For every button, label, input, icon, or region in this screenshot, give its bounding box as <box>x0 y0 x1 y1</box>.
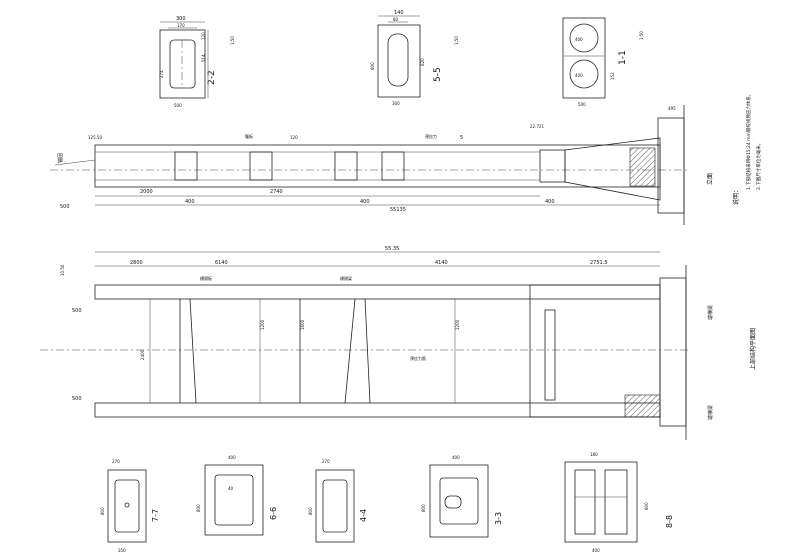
dim-label: 400 <box>545 199 555 205</box>
plan-view: 2800 6140 4140 55.35 2751.5 10.50 500 50… <box>40 246 690 440</box>
dim-label: 500 <box>578 102 586 107</box>
dim-label: 140 <box>394 10 404 16</box>
section-5-5: 140 80 800 620 300 5-5 1:50 <box>370 10 459 106</box>
total-length: 55135 <box>390 207 406 213</box>
section-label: 1-1 <box>618 50 628 65</box>
section-label: 3-3 <box>494 512 503 525</box>
dim-label: 1200 <box>260 319 265 330</box>
dim-label: 120 <box>290 135 298 140</box>
section-label: 5-5 <box>433 67 443 82</box>
dim-label: 800 <box>308 507 313 515</box>
dim-label: 400 <box>592 548 600 553</box>
member-label: 腹板 <box>245 133 253 139</box>
section-outline <box>159 29 206 99</box>
dim-label: 800 <box>100 507 105 515</box>
plan-title: 上部结构平面图 <box>749 328 757 370</box>
section-label: 4-4 <box>359 509 368 522</box>
girder-elevation <box>94 144 661 188</box>
dim-label: 300 <box>176 16 186 22</box>
dim-label: 2740 <box>270 189 283 195</box>
dim-label: 2751.5 <box>590 260 608 266</box>
section-label: 7-7 <box>151 509 160 522</box>
notes-heading: 说明： <box>732 187 740 205</box>
dim-label: 800 <box>644 502 649 510</box>
member-label: 预应力筋 <box>410 355 426 361</box>
dim-label: 514 <box>201 54 206 62</box>
section-label: 2-2 <box>207 70 217 85</box>
dim-label: 80 <box>393 17 399 22</box>
end-diaphragm <box>629 147 656 187</box>
notes-block: 立面 说明： 1.下部结构采用Φ15.24 mm钢绞线预应力体系。 2.下图尺寸… <box>706 92 762 420</box>
dim-label: 800 <box>370 62 375 70</box>
section-2-2: 300 170 2-2 1:50 120 514 274 500 <box>159 16 235 108</box>
anchor-note: 锚固 <box>57 153 64 163</box>
dim-label: 40 <box>228 486 234 491</box>
dim-label: 6140 <box>215 260 228 266</box>
dim-label: 495 <box>668 106 676 111</box>
callout: 500 <box>72 396 82 402</box>
dim-label: 400 <box>360 199 370 205</box>
section-1-1: 400 400 152 500 1-1 1:50 <box>562 17 644 107</box>
section-void <box>169 39 196 89</box>
dim-label: 400 <box>452 455 460 460</box>
section-3-3: 400 800 3-3 <box>421 455 503 538</box>
dim-label: 400 <box>228 455 236 460</box>
dim-label: 274 <box>159 70 164 78</box>
bottom-flange <box>94 402 661 418</box>
member-label: 横隔板 <box>200 275 212 281</box>
dim-label: 10.50 <box>60 264 65 276</box>
section-scale: 1:50 <box>639 31 644 40</box>
member-label: 预应力 <box>425 133 437 139</box>
section-6-6: 400 800 40 6-6 <box>196 455 278 536</box>
top-flange <box>94 284 661 300</box>
dim-label: 1600 <box>300 319 305 330</box>
dim-label: 500 <box>60 204 70 210</box>
dim-label: 350 <box>118 548 126 553</box>
dim-label: 1200 <box>455 319 460 330</box>
side-label: 端横梁 <box>707 405 714 420</box>
dim-label: 270 <box>322 459 330 464</box>
section-scale: 1:50 <box>454 36 459 45</box>
dim-label: 170 <box>177 23 185 28</box>
dim-label: 400 <box>185 199 195 205</box>
view-title: 立面 <box>706 173 714 185</box>
note-line: 1.下部结构采用Φ15.24 mm钢绞线预应力体系。 <box>745 92 752 190</box>
member-label: 横隔梁 <box>340 275 352 281</box>
dim-label: 400 <box>575 73 583 78</box>
dim-label: 500 <box>174 103 182 108</box>
dim-label: 5 <box>460 135 463 141</box>
dim-label: 152 <box>610 72 615 80</box>
dim-label: 2000 <box>140 189 153 195</box>
dim-label: 800 <box>421 504 426 512</box>
section-label: 8-8 <box>665 515 674 528</box>
dim-label: 125.50 <box>88 135 102 140</box>
dim-label: 2800 <box>130 260 143 266</box>
dim-label: 400 <box>575 37 583 42</box>
dim-label: 2400 <box>140 349 145 360</box>
dim-label: 300 <box>392 101 400 106</box>
section-4-4: 270 800 4-4 <box>308 459 368 543</box>
section-7-7: 270 800 350 7-7 <box>100 459 160 553</box>
callout: 500 <box>72 308 82 314</box>
section-label: 6-6 <box>269 507 278 520</box>
dim-label: 55.35 <box>385 246 399 252</box>
dim-label: 800 <box>196 504 201 512</box>
section-scale: 1:50 <box>230 36 235 45</box>
side-label: 端横梁 <box>707 305 714 320</box>
dim-label: 180 <box>590 452 598 457</box>
dim-label: 120 <box>201 32 206 40</box>
dim-label: 620 <box>420 58 425 66</box>
note-line: 2.下图尺寸单位为毫米。 <box>755 141 762 190</box>
elevation-view: 锚固 500 400 400 400 55135 2000 2740 125.5… <box>50 105 690 225</box>
dim-label: 22.721 <box>530 124 544 129</box>
dim-label: 270 <box>112 459 120 464</box>
dim-label: 4140 <box>435 260 448 266</box>
section-8-8: 180 400 800 8-8 <box>564 452 674 553</box>
